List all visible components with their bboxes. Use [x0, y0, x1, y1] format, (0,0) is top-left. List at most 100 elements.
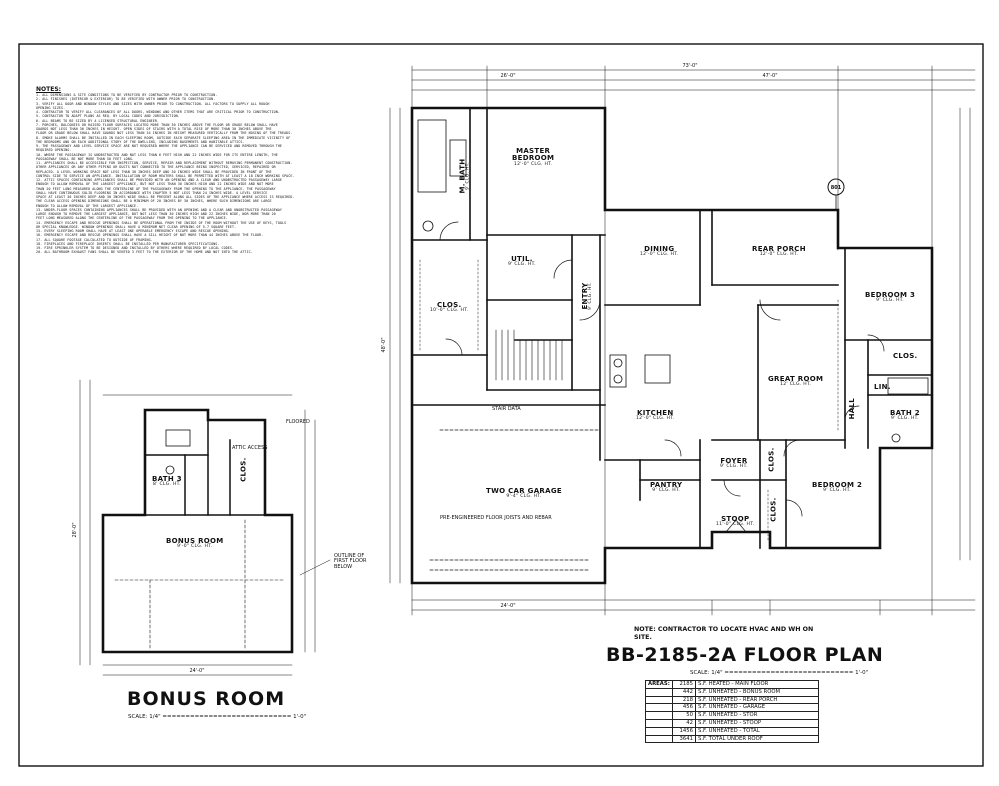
note-line: THE CLEAR ACCESS OPENING DIMENSIONS SHAL…	[36, 199, 272, 204]
room-name: BONUS ROOM	[166, 537, 224, 545]
room-bedroom2: BEDROOM 2 9' CLG. HT.	[812, 481, 862, 494]
note-line: 4. CONTRACTOR TO VERIFY ALL CLEARANCES O…	[36, 110, 280, 114]
main-plan-title: BB-2185-2A FLOOR PLAN	[606, 644, 884, 666]
dim-overall: 73'-0"	[682, 63, 697, 69]
room-name: BATH 2	[890, 409, 920, 417]
outline-note: OUTLINE OF FIRST FLOOR BELOW	[334, 553, 367, 570]
note-line: 15. EVERY SLEEPING ROOM SHALL HAVE AT LE…	[36, 229, 230, 233]
stair-treads	[495, 329, 563, 381]
dimension-lines	[389, 65, 976, 616]
note-line: 16. EMERGENCY ESCAPE AND RESCUE OPENINGS…	[36, 233, 264, 238]
note-line: 18. FIREPLACES AND FIREPLACE INSERTS SHA…	[36, 241, 220, 246]
note-line: 2. ALL FINISHES (INTERIOR & EXTERIOR) TO…	[36, 97, 216, 102]
room-ceiling: 9' CLG. HT.	[588, 282, 594, 310]
room-util: UTIL. 9' CLG. HT.	[508, 255, 536, 268]
area-desc: S.F. UNHEATED - STOR	[695, 711, 819, 720]
note-line: 13. UNDER-FLOOR SPACES CONTAINING APPLIA…	[36, 207, 283, 212]
note-line: 7. PORCHES, BALCONIES OR RAISED FLOOR SU…	[36, 122, 278, 127]
area-value: 1456	[672, 726, 696, 736]
area-value: 218	[672, 695, 696, 705]
stair-data-note: STAIR DATA	[492, 406, 521, 412]
room-name: GREAT ROOM	[768, 375, 824, 383]
room-ceiling: 12'-0" CLG. HT.	[636, 416, 675, 422]
areas-label: AREAS:	[645, 680, 673, 689]
room-great-room: GREAT ROOM 12' CLG. HT.	[768, 375, 824, 388]
room-clos-bonus: CLOS.	[239, 457, 248, 482]
room-name: UTIL.	[511, 255, 533, 263]
room-stoop: STOOP 11'-0" CLG. HT.	[716, 515, 755, 528]
room-clos-master: CLOS. 10'-0" CLG. HT.	[430, 301, 469, 314]
room-name: PANTRY	[650, 481, 683, 489]
bubble-label: 801	[831, 185, 842, 191]
room-bonus: BONUS ROOM 9'-0" CLG. HT.	[166, 537, 224, 550]
room-ceiling: 9' CLG. HT.	[508, 262, 536, 268]
table-row: 456 S.F. UNHEATED - GARAGE	[645, 703, 819, 713]
table-row: 442 S.F. UNHEATED - BONUS ROOM	[645, 687, 819, 697]
area-desc: S.F. UNHEATED - GARAGE	[695, 703, 819, 713]
sheet-border	[18, 43, 984, 767]
room-ceiling: 9' CLG. HT.	[823, 488, 852, 494]
note-line: OTHER APPLIANCES OR ANY OTHER PIPING OR …	[36, 165, 276, 170]
room-bath2: BATH 2 9' CLG. HT.	[890, 409, 920, 422]
area-desc: S.F. HEATED - MAIN FLOOR	[695, 680, 819, 689]
room-name: CLOS.	[769, 497, 778, 522]
room-name: FOYER	[720, 457, 748, 465]
area-desc: S.F. TOTAL UNDER ROOF	[695, 734, 819, 744]
room-bedroom3: BEDROOM 3 9' CLG. HT.	[865, 291, 915, 304]
room-ceiling: 11'-0" CLG. HT.	[716, 522, 755, 528]
room-name: KITCHEN	[636, 409, 674, 417]
note-line: REQUIRED OPENING.	[36, 148, 72, 153]
room-kitchen: KITCHEN 12'-0" CLG. HT.	[636, 409, 675, 422]
dim-depth: 48'-0"	[381, 337, 387, 352]
note-line: 6. ALL BEAMS TO BE SIZED BY A LICENSED S…	[36, 118, 160, 123]
garage-door	[429, 429, 601, 571]
note-line: ENOUGH TO ALLOW REMOVAL OF THE LARGEST A…	[36, 182, 274, 187]
room-clos-foyer: CLOS.	[767, 447, 776, 472]
notes-heading: NOTES:	[36, 86, 62, 93]
dim-bonus-width: 24'-0"	[189, 668, 204, 674]
note-line: GUARDS NOT LESS THAN 36 INCHES IN HEIGHT…	[36, 127, 272, 131]
blank-cell	[645, 711, 673, 720]
hvac-note: NOTE: CONTRACTOR TO LOCATE HVAC AND WH O…	[634, 626, 814, 641]
room-foyer: FOYER 9' CLG. HT.	[720, 457, 748, 470]
dim-left: 26'-0"	[500, 73, 515, 79]
note-line: 9. THE PASSAGEWAY AND LEVEL SERVICE SPAC…	[36, 144, 283, 148]
note-line: 17. ALL SQUARE FOOTAGE CALCULATED TO OUT…	[36, 237, 153, 242]
note-line: THE BEDROOMS AND ON EACH ADDITIONAL STOR…	[36, 139, 245, 144]
room-ceiling: 12'-0" CLG. HT.	[759, 252, 799, 258]
room-lin: LIN.	[874, 383, 891, 391]
dim-garage: 24'-0"	[500, 603, 515, 609]
blank-cell	[645, 695, 673, 705]
bonus-dashed	[114, 519, 286, 651]
bonus-plan-scale: SCALE: 1/4" ============================…	[128, 714, 307, 720]
room-name: REAR PORCH	[752, 245, 806, 253]
room-clos-b2: CLOS.	[769, 497, 778, 522]
room-ceiling: 10'-0" CLG. HT.	[430, 308, 469, 314]
room-name: CLOS.	[239, 457, 248, 482]
note-line: 8. SMOKE ALARMS SHALL BE INSTALLED IN EA…	[36, 135, 291, 140]
room-name: CLOS.	[767, 447, 776, 472]
room-ceiling: 8' CLG. HT.	[153, 482, 181, 488]
table-row: 3641 S.F. TOTAL UNDER ROOF	[645, 734, 819, 744]
main-plan-scale: SCALE: 1/4" ============================…	[690, 670, 869, 676]
blank-cell	[645, 734, 673, 744]
room-ceiling: 9'-4" CLG. HT.	[506, 494, 542, 500]
room-name: STOOP	[721, 515, 750, 523]
room-name: MASTER BEDROOM	[512, 147, 555, 163]
area-value: 456	[672, 703, 696, 713]
floored-note: FLOORED	[286, 419, 310, 425]
general-notes: NOTES: 1. ALL DIMENSIONS & SITE CONDITIO…	[36, 86, 361, 328]
note-line: LARGE ENOUGH TO REMOVE THE LARGEST APPLI…	[36, 212, 276, 216]
area-desc: S.F. UNHEATED - TOTAL	[695, 726, 819, 736]
note-line: REPLACED. A LEVEL WORKING SPACE NOT LESS…	[36, 169, 272, 174]
bonus-plan-title: BONUS ROOM	[127, 688, 286, 710]
area-value: 42	[672, 718, 696, 728]
note-line: SHALL HAVE CONTINUOUS SOLID FLOORING IN …	[36, 190, 268, 195]
bonus-dimension-lines	[79, 379, 331, 676]
table-row: 50 S.F. UNHEATED - STOR	[645, 711, 819, 720]
room-rear-porch: REAR PORCH 12'-0" CLG. HT.	[752, 245, 806, 258]
area-value: 3641	[672, 734, 696, 744]
area-desc: S.F. UNHEATED - BONUS ROOM	[695, 687, 819, 697]
note-line: ENOUGH TO ALLOW REMOVAL OF THE LARGEST A…	[36, 203, 139, 208]
